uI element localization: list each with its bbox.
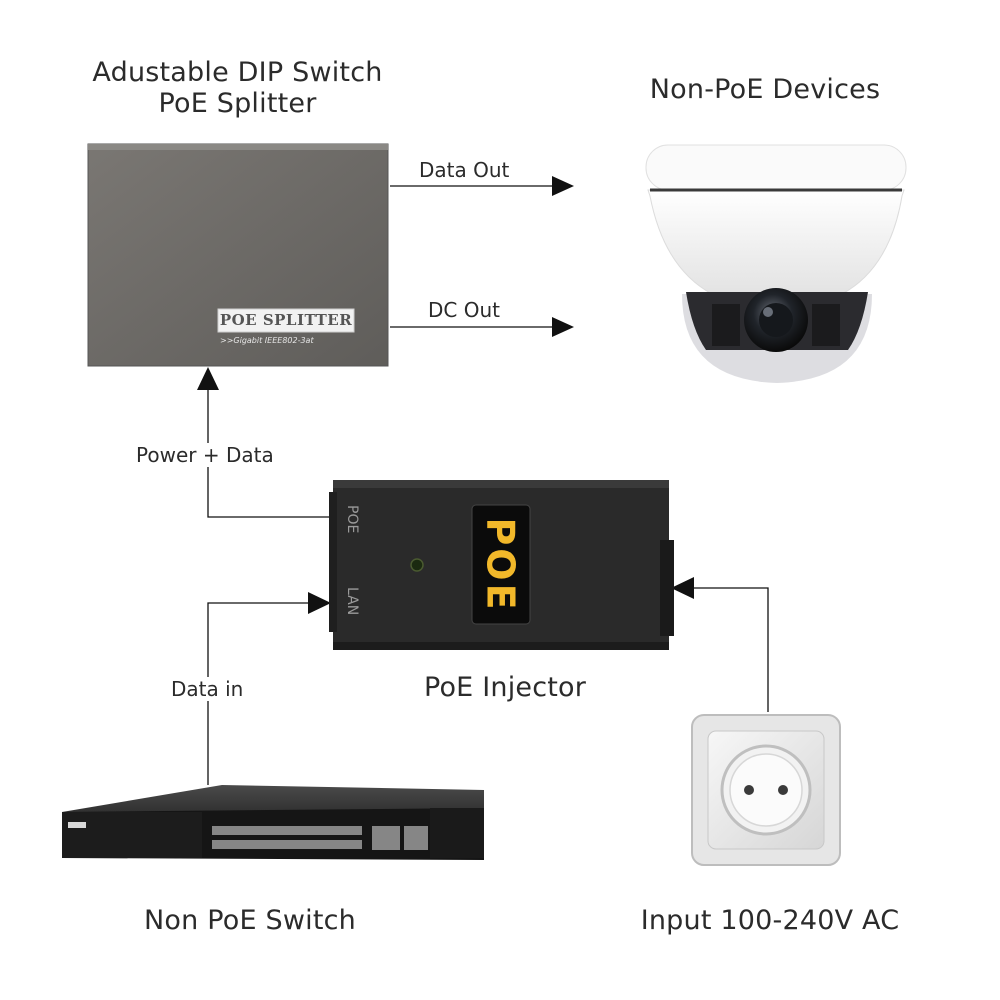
outlet-hole-right	[778, 785, 788, 795]
poe-badge	[471, 504, 531, 625]
injector-port-poe: POE	[344, 505, 360, 534]
outlet-title: Input 100-240V AC	[640, 905, 900, 936]
power-data-arrow	[197, 367, 219, 390]
poe-badge-text: POE	[479, 516, 523, 613]
splitter-label-main: POE SPLITTER	[219, 311, 353, 329]
splitter-label-plate	[217, 308, 355, 333]
poe-splitter-device	[87, 143, 389, 367]
connector-lines	[207, 185, 769, 785]
poe-injector-device	[329, 480, 674, 650]
devices-title: Non-PoE Devices	[649, 74, 881, 105]
data-out-label: Data Out	[419, 158, 510, 182]
power-data-label: Power + Data	[132, 443, 278, 467]
splitter-title-line2: PoE Splitter	[158, 88, 317, 119]
data-in-line	[207, 602, 308, 785]
ac-input-line	[694, 587, 769, 712]
data-in-arrow	[308, 592, 331, 614]
outlet-hole-left	[744, 785, 754, 795]
dome-camera-device	[645, 144, 907, 383]
injector-title: PoE Injector	[423, 672, 587, 703]
splitter-label-sub: >>Gigabit IEEE802-3at	[220, 336, 314, 345]
data-out-arrow	[552, 176, 574, 196]
switch-ports	[212, 826, 428, 850]
poe-badge-label: POE	[472, 505, 530, 624]
switch-title: Non PoE Switch	[144, 905, 356, 936]
wall-outlet-device	[691, 714, 841, 866]
arrow-heads	[197, 176, 694, 614]
ac-input-arrow	[671, 577, 694, 599]
injector-port-lan: LAN	[344, 587, 360, 616]
data-in-label: Data in	[167, 677, 248, 701]
power-data-line	[207, 388, 332, 518]
dc-out-arrow	[552, 317, 574, 337]
dc-out-label: DC Out	[428, 298, 500, 322]
splitter-title-line1: Adustable DIP Switch	[92, 57, 383, 88]
status-led	[410, 558, 424, 572]
splitter-title: Adustable DIP Switch PoE Splitter	[40, 57, 435, 119]
network-switch-device	[62, 785, 484, 860]
